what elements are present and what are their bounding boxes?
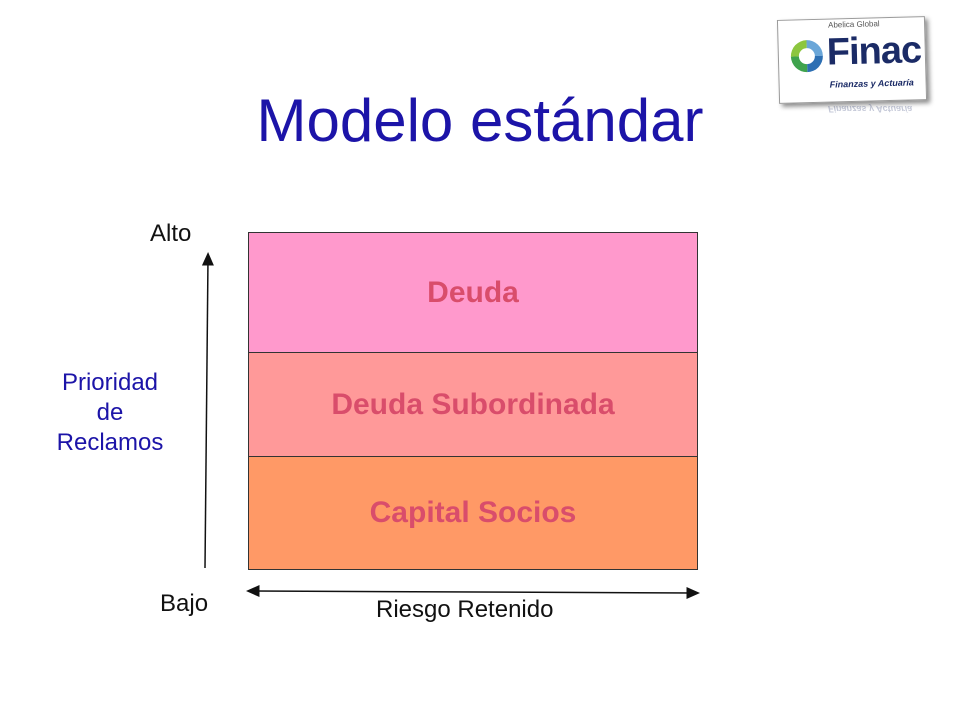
horizontal-axis-label: Riesgo Retenido	[376, 596, 554, 623]
vertical-axis-title: Prioridad de Reclamos	[40, 368, 180, 458]
layer-deuda-subordinada: Deuda Subordinada	[249, 353, 697, 457]
vertical-axis-title-line: Reclamos	[56, 429, 164, 456]
finac-logo: Abelica Global Finac Finanzas y Actuaría…	[776, 16, 928, 130]
vertical-axis-arrow	[201, 252, 214, 569]
page-title: Modelo estándar	[256, 87, 704, 154]
axis-top-label: Alto	[150, 220, 192, 247]
logo-card: Abelica Global Finac Finanzas y Actuaría	[776, 16, 928, 104]
horizontal-axis-arrow	[246, 585, 700, 599]
capital-stack: Deuda Deuda Subordinada Capital Socios	[248, 232, 698, 570]
finac-mark-icon	[790, 40, 823, 73]
layer-capital-socios: Capital Socios	[249, 457, 697, 569]
layer-deuda: Deuda	[249, 233, 697, 353]
vertical-axis-title-line: Prioridad	[61, 369, 159, 396]
vertical-axis-title-line: de	[96, 399, 124, 426]
axis-bottom-label: Bajo	[160, 590, 209, 617]
